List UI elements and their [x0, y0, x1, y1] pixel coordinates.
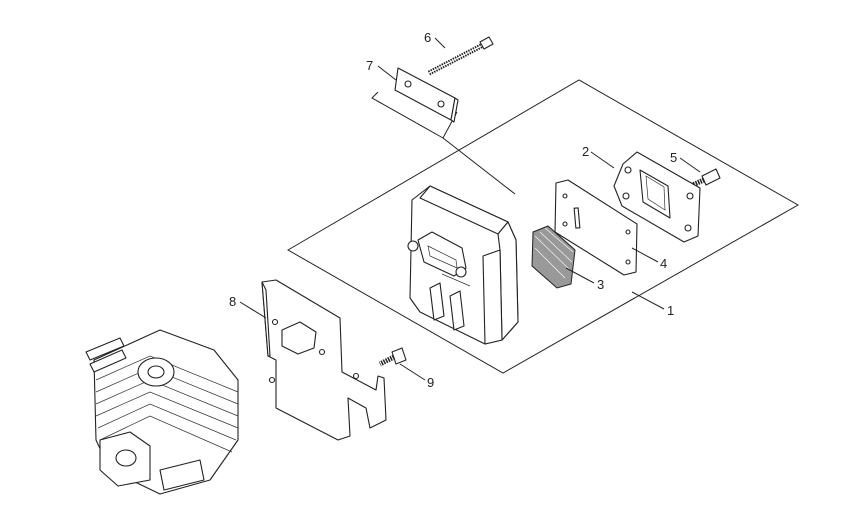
muffler-cover-icon	[613, 151, 701, 243]
long-bolt-icon	[427, 36, 494, 76]
cylinder-icon	[85, 329, 239, 495]
leader-9	[399, 363, 426, 381]
callout-4: 4	[660, 256, 667, 271]
muffler-assembly-icon	[407, 185, 519, 345]
heat-shield-icon	[261, 279, 387, 441]
part-7-guide-line	[442, 137, 516, 195]
callout-1: 1	[667, 303, 674, 318]
leader-6	[434, 37, 446, 49]
part-7-boundary	[371, 91, 458, 139]
leader-4	[631, 247, 659, 263]
spark-arrester-screen-icon	[531, 225, 576, 289]
callout-9: 9	[427, 375, 434, 390]
bolt-icon	[689, 168, 721, 189]
leader-5	[679, 157, 701, 173]
callout-2: 2	[582, 144, 589, 159]
leader-2	[590, 151, 615, 169]
assembly-1-boundary	[287, 79, 800, 374]
callout-7: 7	[366, 58, 373, 73]
bolt-9-icon	[378, 347, 407, 367]
leader-1	[631, 291, 665, 310]
callout-3: 3	[597, 277, 604, 292]
plate-icon	[394, 67, 459, 123]
leader-8	[239, 301, 267, 319]
leader-7	[377, 65, 397, 81]
callout-5: 5	[670, 150, 677, 165]
leader-3	[565, 267, 595, 284]
callout-8: 8	[229, 294, 236, 309]
callout-6: 6	[424, 30, 431, 45]
